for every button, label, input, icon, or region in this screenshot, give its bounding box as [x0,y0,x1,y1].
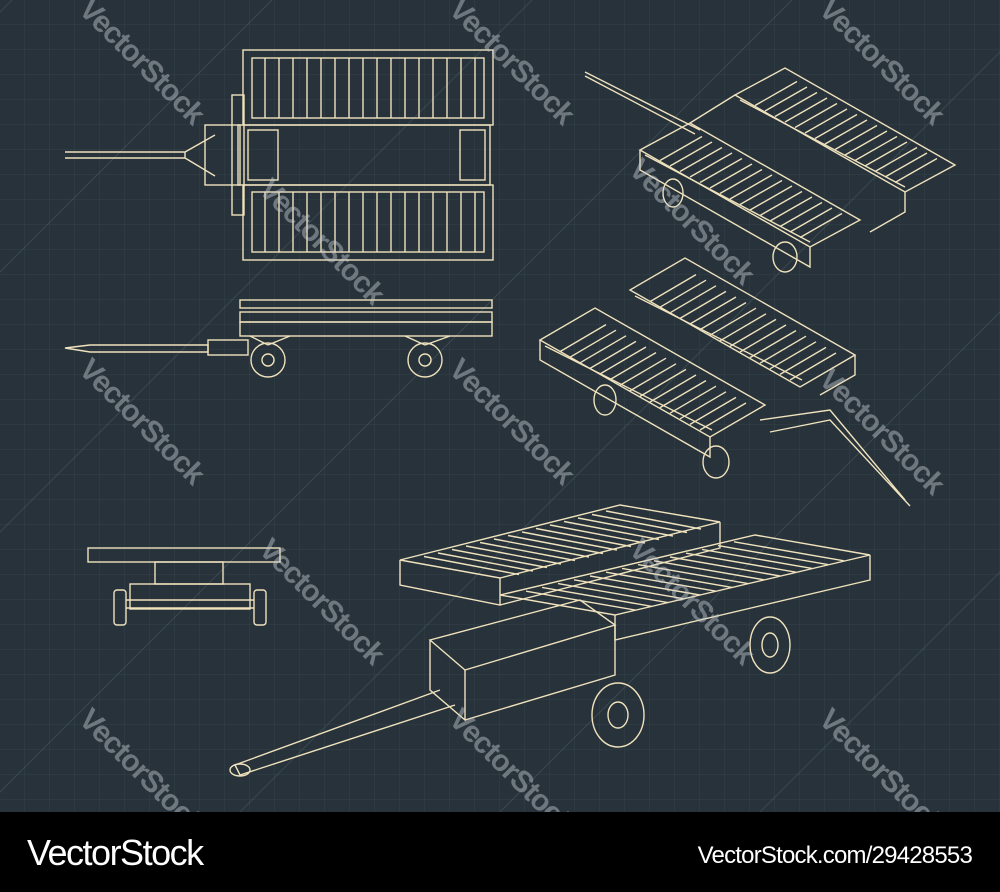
blueprint-drawings [0,0,1000,813]
isometric-view-large [229,504,871,777]
isometric-view-middle-right [538,257,911,507]
image-reference: VectorStock.com/29428553 [697,842,973,869]
side-view [64,299,493,378]
front-view [87,547,281,626]
footer-bar: VectorStock VectorStock.com/29428553 [0,812,1000,892]
brand-logo: VectorStock [27,832,204,873]
top-view [65,49,494,261]
isometric-view-top-right [584,67,957,273]
